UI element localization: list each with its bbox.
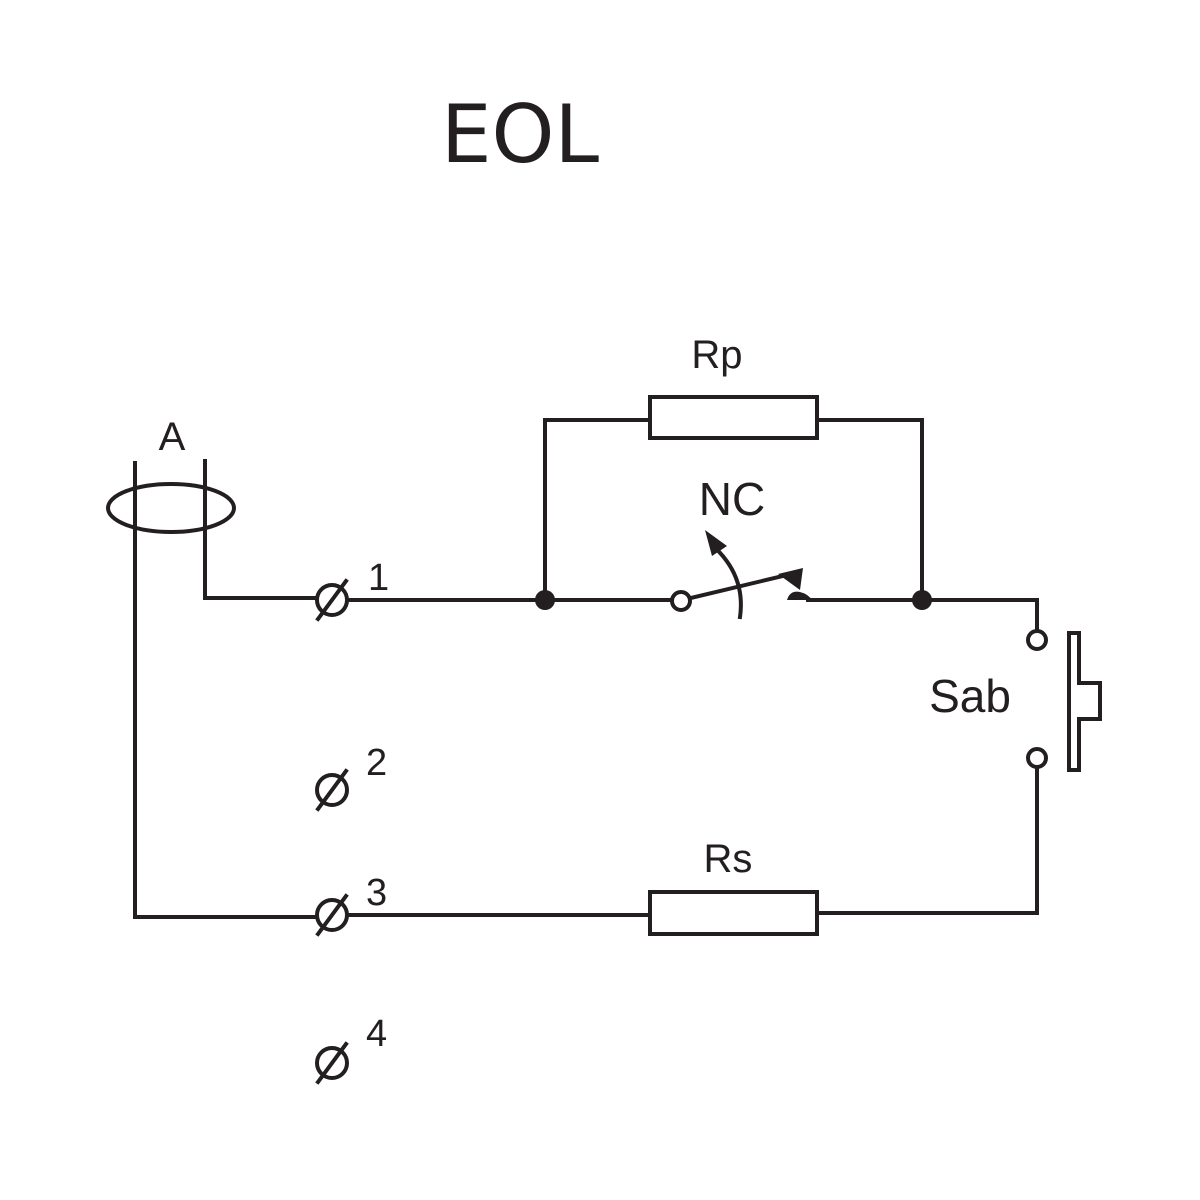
terminal-1-label: 1 (368, 557, 389, 599)
actuation-arc (709, 542, 743, 620)
nc-label: NC (699, 473, 765, 525)
pushbutton-actuator (1067, 631, 1102, 772)
switch-contact-open (670, 590, 692, 612)
tamper-contact-top (1026, 629, 1048, 651)
terminal-2: 2 (315, 742, 387, 812)
rs-label: Rs (704, 837, 753, 881)
nc-switch: NC (543, 473, 924, 620)
terminal-1: 1 (315, 557, 389, 622)
switch-tip (778, 568, 803, 590)
switch-fixed-contact (787, 591, 812, 600)
terminal-3-label: 3 (366, 872, 387, 914)
current-loop-ellipse (106, 482, 236, 534)
tamper-contact-bottom (1026, 747, 1048, 769)
wire-to-tamper (920, 598, 1039, 630)
terminal-2-label: 2 (366, 742, 387, 784)
tamper-switch-sab: Sab (929, 629, 1102, 772)
wire-tamper-to-rs (815, 766, 1039, 915)
terminal-4-label: 4 (366, 1013, 387, 1055)
rs-resistor-body (648, 890, 819, 936)
sensor-a: A (106, 415, 317, 919)
diagram-title: EOL (441, 88, 600, 181)
series-resistor-rs: Rs (648, 837, 819, 936)
actuation-arrow-icon (705, 530, 727, 556)
terminal-3: 3 (133, 872, 387, 937)
terminal-4: 4 (315, 1013, 387, 1085)
parallel-resistor-rp: Rp (543, 333, 924, 602)
sensor-label: A (159, 415, 186, 459)
rp-label: Rp (691, 333, 742, 377)
rp-resistor-body (648, 395, 819, 440)
conductor-right (203, 459, 317, 600)
sab-label: Sab (929, 670, 1011, 722)
